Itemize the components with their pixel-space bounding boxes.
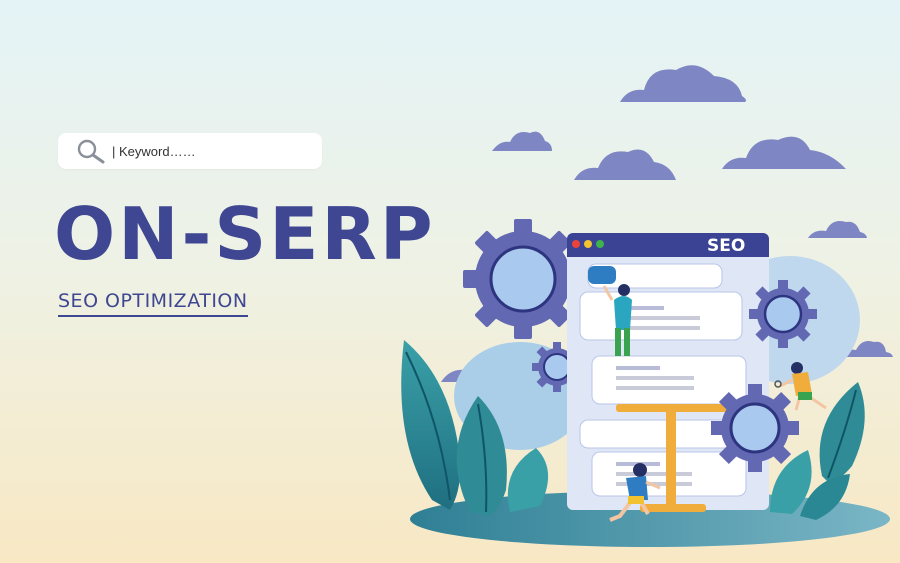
gear-icon	[711, 384, 799, 472]
search-icon	[77, 139, 105, 164]
gear-icon	[463, 219, 583, 339]
person-figure	[774, 362, 827, 411]
window-seo-label: SEO	[707, 236, 745, 256]
leaf-icon	[456, 396, 507, 516]
page-title: ON-SERP	[54, 192, 436, 276]
leaf-icon	[507, 448, 549, 512]
gear-icon	[749, 280, 817, 348]
cloud	[620, 65, 746, 102]
cloud	[808, 221, 867, 238]
cloud	[722, 136, 846, 169]
window-dot-yellow	[584, 240, 592, 248]
cloud	[492, 131, 552, 151]
cloud	[574, 149, 676, 180]
leaf-icon	[800, 474, 850, 520]
search-bar[interactable]: | Keyword……	[58, 133, 322, 169]
leaf-icon	[401, 340, 461, 510]
window-dot-green	[596, 240, 604, 248]
leaf-icon	[819, 382, 865, 484]
cloud	[840, 341, 893, 357]
window-dot-red	[572, 240, 580, 248]
search-placeholder-text: | Keyword……	[112, 143, 196, 159]
leaf-icon	[770, 450, 812, 514]
signpost	[616, 404, 728, 512]
person-figure	[588, 266, 632, 356]
page-subtitle: SEO OPTIMIZATION	[58, 290, 248, 317]
person-figure	[609, 463, 661, 522]
